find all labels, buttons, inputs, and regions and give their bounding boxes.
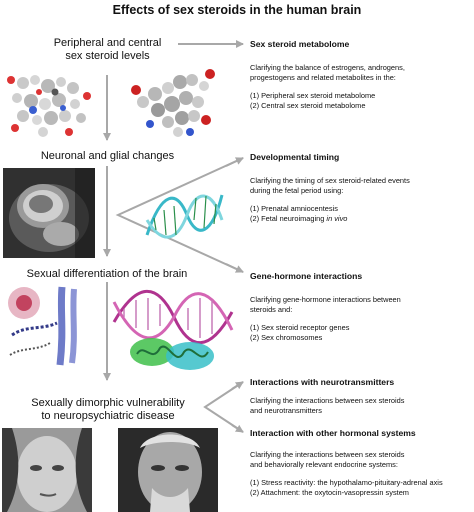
metabolome-item-1: (1) Peripheral sex steroid metabolome [250, 91, 376, 101]
stage-vulnerability-line2: to neuropsychiatric disease [41, 410, 175, 422]
wedge-arrow-lower [203, 381, 244, 433]
timing-intro-line2: during the fetal period using: [250, 185, 344, 195]
stage-neuronal-glial-line1: Neuronal and glial changes [40, 150, 175, 162]
gene-intro-line2: steroids and: [250, 304, 293, 314]
timing-item-2: (2) Fetal neuroimaging in vivo [250, 214, 410, 224]
arrow-to-neuro-tip [231, 381, 244, 390]
metabolome-intro-line1: Clarifying the balance of estrogens, and… [250, 63, 405, 72]
timing-intro-line1: Clarifying the timing of sex steroid-rel… [250, 176, 410, 185]
heading-developmental-timing: Developmental timing [250, 152, 340, 162]
hormonal-intro-line2: and behaviorally relevant endocrine syst… [250, 459, 398, 469]
fetal-mri-image [3, 168, 95, 258]
hormonal-systems-description: Clarifying the interactions between sex … [250, 450, 443, 497]
arrow-to-gene-tip [225, 263, 244, 273]
timing-item-1: (1) Prenatal amniocentesis [250, 204, 338, 214]
stage-sexual-differentiation: Sexual differentiation of the brain [2, 268, 212, 281]
metabolome-item-2: (2) Central sex steroid metabolome [250, 100, 366, 110]
stage-steroid-levels: Peripheral and central sex steroid level… [20, 37, 195, 63]
neuro-intro-line1: Clarifying the interactions between sex … [250, 396, 405, 405]
gene-item-2: (2) Sex chromosomes [250, 332, 323, 342]
dna-helix-image [145, 194, 224, 239]
heading-hormonal-systems: Interaction with other hormonal systems [250, 428, 416, 438]
neurotransmitter-description: Clarifying the interactions between sex … [250, 396, 404, 415]
gene-intro-line1: Clarifying gene-hormone interactions bet… [250, 295, 401, 304]
stage-steroid-levels-line1: Peripheral and central [53, 37, 162, 49]
hormonal-item-1: (1) Stress reactivity: the hypothalamo-p… [250, 478, 443, 488]
heading-gene-hormone-interactions: Gene-hormone interactions [250, 271, 363, 281]
metabolome-description: Clarifying the balance of estrogens, and… [250, 63, 405, 110]
elderly-man-portrait-image [118, 428, 218, 512]
heading-neurotransmitter-interactions: Interactions with neurotransmitters [250, 377, 395, 387]
stage-steroid-levels-line2: sex steroid levels [65, 50, 150, 62]
stage-vulnerability-line1: Sexually dimorphic vulnerability [31, 397, 185, 409]
arrow-to-hormonal-tip [231, 424, 244, 433]
neuro-intro-line2: and neurotransmitters [250, 405, 322, 415]
timing-item-2-suffix: in vivo [326, 213, 348, 223]
wedge-arrow-upper [115, 157, 244, 273]
gene-protein-image [112, 289, 234, 370]
stage-sexual-differentiation-line1: Sexual differentiation of the brain [26, 268, 188, 280]
gene-hormone-description: Clarifying gene-hormone interactions bet… [250, 295, 401, 342]
heading-sex-steroid-metabolome: Sex steroid metabolome [250, 39, 350, 49]
steroid-molecule-image-left [7, 75, 91, 137]
arrow-to-timing-tip [225, 157, 244, 167]
stage-neuronal-glial: Neuronal and glial changes [5, 150, 210, 163]
hormonal-item-2: (2) Attachment: the oxytocin-vasopressin… [250, 487, 409, 497]
steroid-molecule-image-right [131, 69, 215, 137]
timing-description: Clarifying the timing of sex steroid-rel… [250, 176, 410, 223]
stage-vulnerability: Sexually dimorphic vulnerability to neur… [8, 397, 208, 423]
chromosome-image [8, 286, 77, 366]
metabolome-intro-line2: progestogens and related metabolites in … [250, 72, 396, 82]
timing-item-2-text: (2) Fetal neuroimaging [250, 213, 325, 223]
figure-title: Effects of sex steroids in the human bra… [112, 3, 362, 17]
gene-item-1: (1) Sex steroid receptor genes [250, 323, 350, 333]
hormonal-intro-line1: Clarifying the interactions between sex … [250, 450, 405, 459]
woman-portrait-image [2, 428, 92, 512]
